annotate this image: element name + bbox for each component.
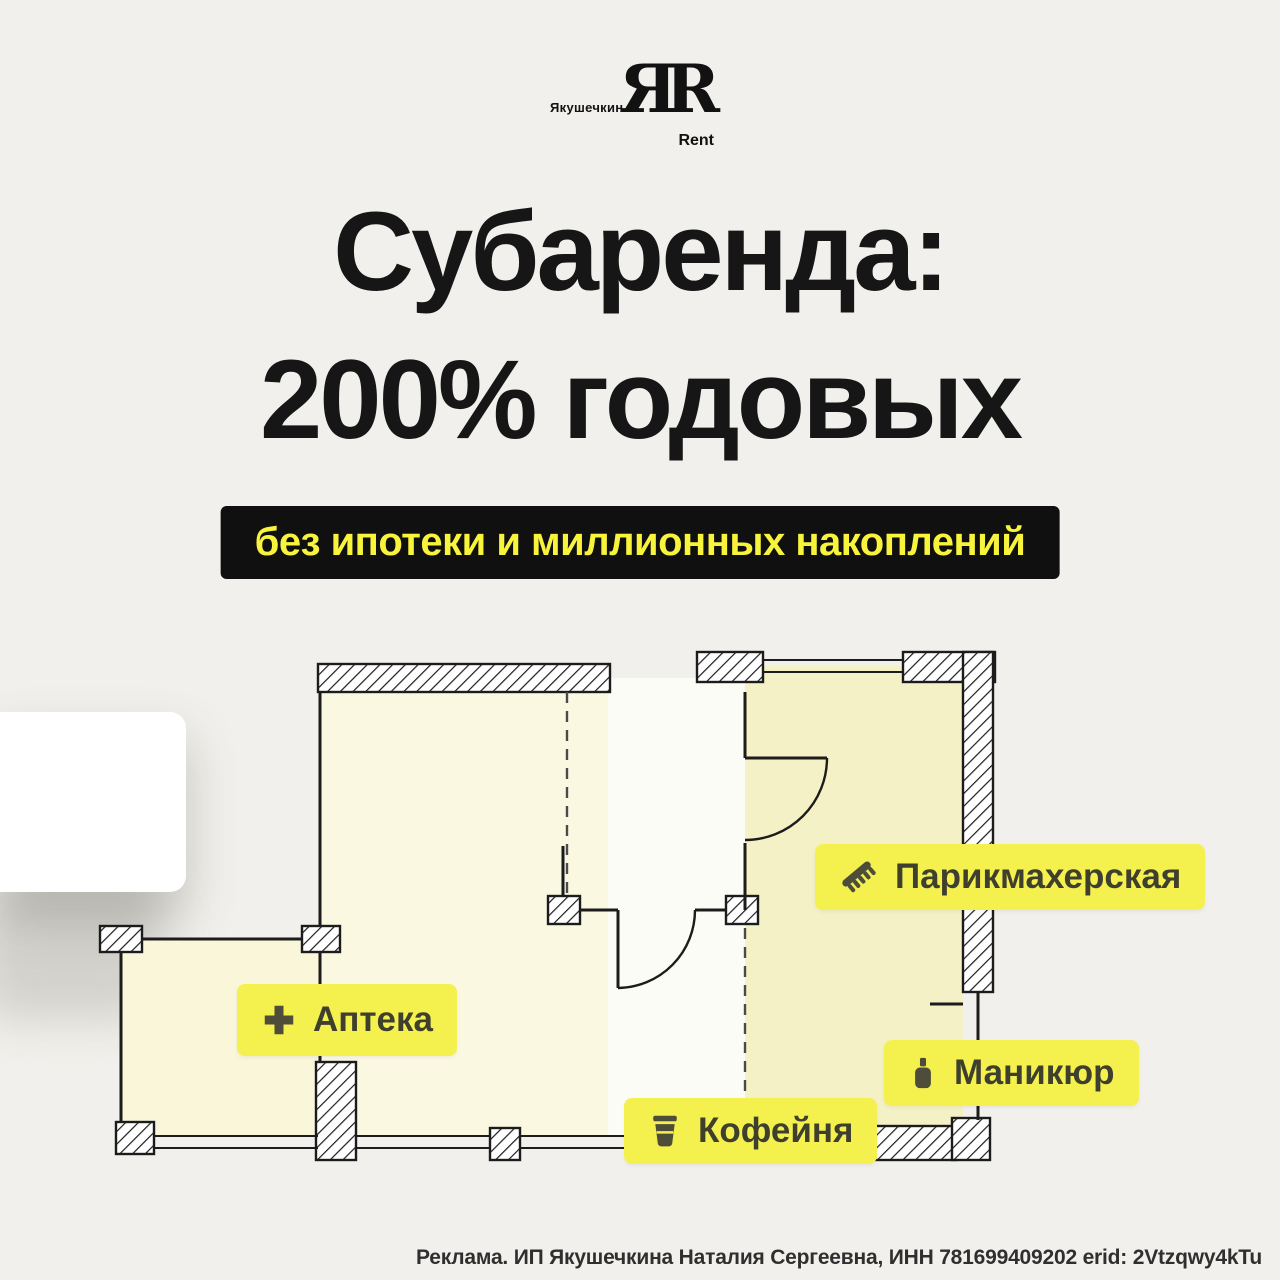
label-manicure-text: Маникюр: [954, 1053, 1115, 1092]
comb-icon: [842, 861, 876, 893]
label-hairdresser: Парикмахерская: [815, 844, 1206, 910]
headline-line1: Субаренда:: [333, 189, 950, 314]
logo-name: Якушечкин: [550, 100, 624, 115]
legal-disclaimer: Реклама. ИП Якушечкина Наталия Сергеевна…: [415, 1246, 1262, 1269]
room-corridor: [608, 678, 745, 1136]
headline-line2: 200% годовых: [260, 337, 1023, 462]
label-manicure: Маникюр: [884, 1040, 1139, 1106]
label-hairdresser-text: Парикмахерская: [895, 857, 1182, 896]
white-slab-decoration: [0, 712, 186, 892]
label-coffee-shop: Кофейня: [624, 1098, 878, 1164]
label-pharmacy-text: Аптека: [313, 1000, 434, 1039]
pharmacy-cross-icon: [264, 1005, 294, 1035]
logo-monogram: ЯR: [618, 50, 720, 128]
coffee-cup-icon: [653, 1115, 677, 1147]
logo: ЯR Якушечкин Rent: [550, 56, 730, 164]
label-coffee-text: Кофейня: [698, 1111, 854, 1150]
nail-polish-icon: [915, 1057, 931, 1089]
logo-rent-label: Rent: [678, 132, 714, 149]
subtitle-banner: без ипотеки и миллионных накоплений: [220, 506, 1060, 579]
label-pharmacy: Аптека: [237, 984, 458, 1056]
